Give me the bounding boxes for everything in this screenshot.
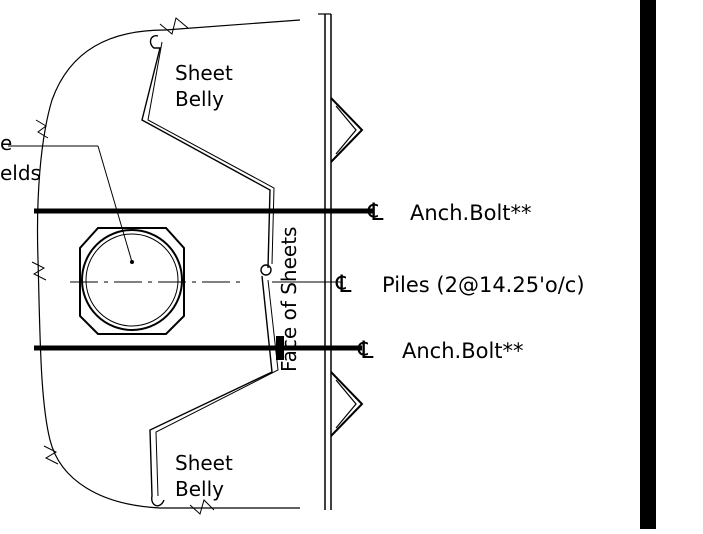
- centerline-symbol-anchor-top: ℄: [367, 198, 384, 226]
- pile-circle-inner: [85, 233, 179, 327]
- sheet-belly-bottom-label-1: Sheet: [175, 451, 233, 475]
- sheet-belly-top-label-1: Sheet: [175, 61, 233, 85]
- pile-label-leader-d: [97, 145, 133, 263]
- break-mark-4: [43, 445, 59, 465]
- interlock-joint: [260, 264, 272, 276]
- pile-circle-outer: [81, 229, 183, 331]
- break-outline: [36, 29, 300, 509]
- sheet-profile-lower: [149, 275, 273, 507]
- anchor-bolt-nut: [276, 336, 284, 360]
- centerline-symbol-piles: ℄: [335, 270, 352, 298]
- wedge-top: [330, 97, 364, 163]
- centerline-symbol-anchor-bottom: ℄: [357, 336, 374, 364]
- wedge-bottom-inner: [335, 379, 357, 429]
- break-mark-3: [31, 261, 47, 281]
- face-of-sheets-label: Face of Sheets: [277, 227, 301, 372]
- sheet-profile-upper: [141, 35, 271, 269]
- wedge-bottom: [330, 371, 364, 437]
- anchor-bolt-top-label: Anch.Bolt**: [410, 201, 532, 225]
- wedge-top-inner: [335, 105, 357, 155]
- break-mark-5: [189, 499, 215, 515]
- piles-spacing-label: Piles (2@14.25'o/c): [382, 273, 585, 297]
- break-mark-1: [159, 17, 189, 35]
- pile-label-fragment-2: elds: [0, 161, 41, 185]
- sheet-belly-top-label-2: Belly: [175, 87, 224, 111]
- sheet-profile-lower-inner: [155, 279, 279, 497]
- sheet-profile-upper-inner: [147, 41, 275, 265]
- sheet-belly-bottom-label-2: Belly: [175, 477, 224, 501]
- pile-label-fragment-1: e: [0, 131, 12, 155]
- anchor-bolt-bottom-label: Anch.Bolt**: [402, 339, 524, 363]
- right-wall-bar: [640, 0, 656, 529]
- break-outline-top: [164, 19, 301, 31]
- pile-octagon: [79, 227, 185, 335]
- break-mark-2: [35, 119, 49, 139]
